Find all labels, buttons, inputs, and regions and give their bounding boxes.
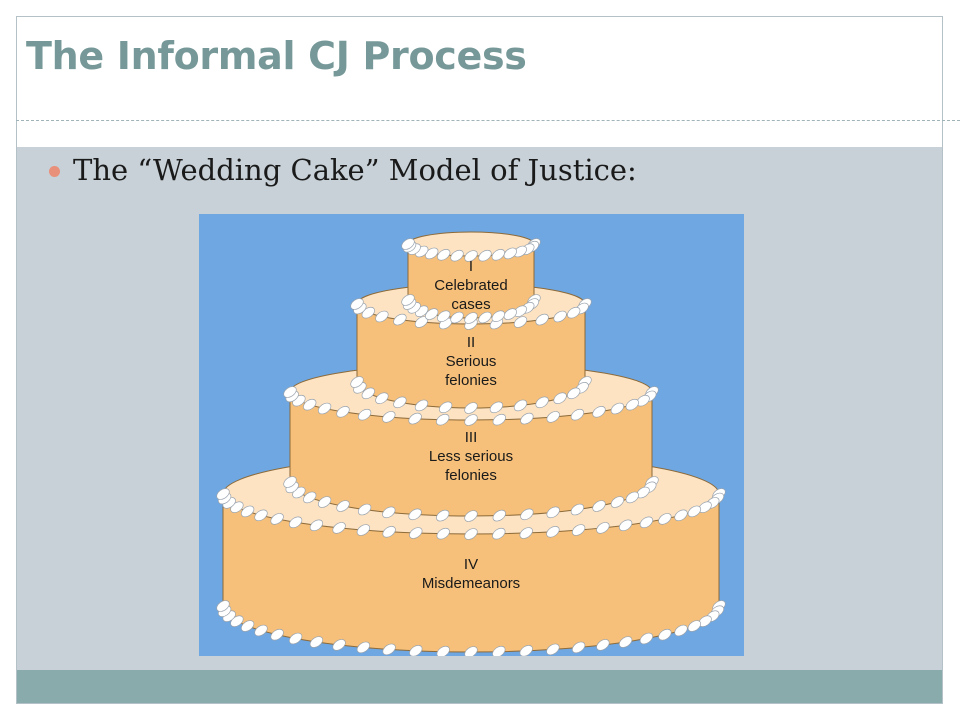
cake-tier-1 <box>401 231 541 324</box>
bullet-text: The “Wedding Cake” Model of Justice: <box>73 153 637 187</box>
tier-1-numeral: I <box>469 258 473 275</box>
tier-2-numeral: II <box>467 334 475 351</box>
tier-1-label-line: cases <box>451 296 490 313</box>
tier-4-numeral: IV <box>464 556 478 573</box>
bullet-row: The “Wedding Cake” Model of Justice: <box>49 150 637 190</box>
wedding-cake-diagram: IV Misdemeanors III Less serious felonies II S… <box>199 214 744 656</box>
wedding-cake-svg: IV Misdemeanors III Less serious felonies II S… <box>199 214 744 656</box>
title-divider <box>16 120 960 121</box>
tier-3-bottom-icing <box>283 476 659 522</box>
tier-4-label-line: Misdemeanors <box>422 575 520 592</box>
tier-2-label-line: felonies <box>445 372 497 389</box>
tier-3-numeral: III <box>465 429 478 446</box>
tier-3-top-icing <box>283 386 659 426</box>
tier-2-top-icing <box>350 298 592 330</box>
tier-1-top-icing <box>401 238 541 262</box>
tier-2-label-line: Serious <box>446 353 497 370</box>
footer-bar <box>17 670 942 703</box>
tier-1-bottom-icing <box>401 294 541 324</box>
slide-title: The Informal CJ Process <box>26 34 527 78</box>
tier-3-label-line: felonies <box>445 467 497 484</box>
bullet-dot-icon <box>49 165 60 177</box>
tier-3-label-line: Less serious <box>429 448 513 465</box>
tier-1-label-line: Celebrated <box>434 277 507 294</box>
tier-2-bottom-icing <box>350 376 592 414</box>
tier-4-top-icing <box>216 488 726 540</box>
tier-4-bottom-icing <box>216 600 726 656</box>
